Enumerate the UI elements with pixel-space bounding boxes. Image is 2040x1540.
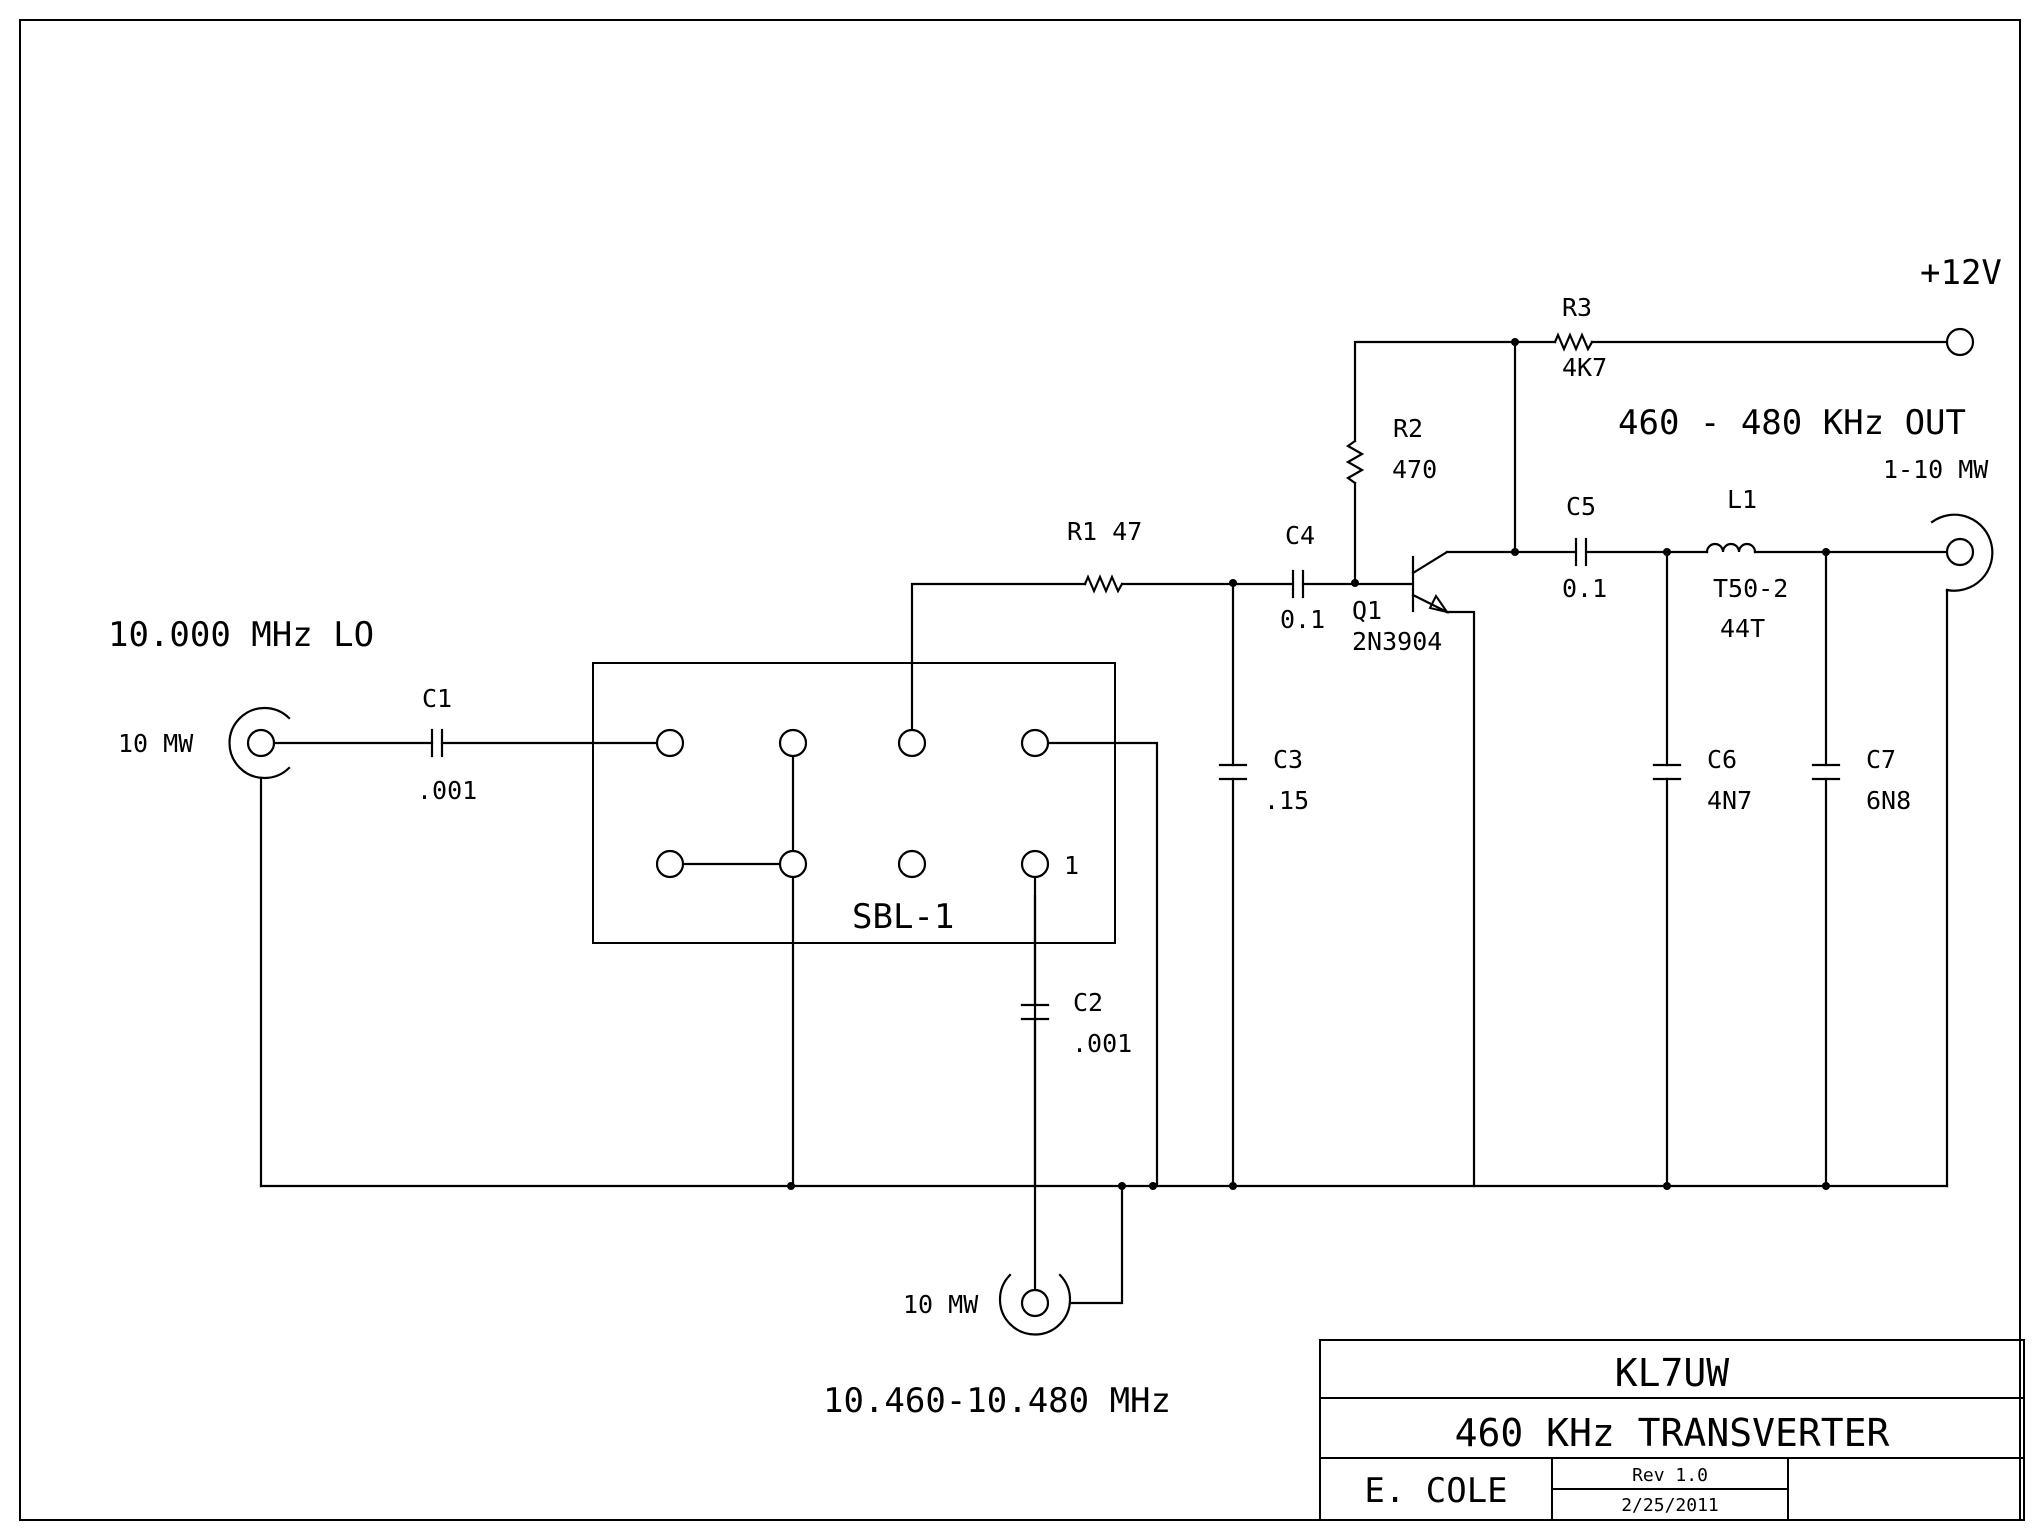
c6-value: 4N7	[1707, 786, 1752, 815]
l1-core: T50-2	[1713, 574, 1788, 603]
lo-power-label: 10 MW	[118, 729, 194, 758]
c5-value: 0.1	[1562, 574, 1607, 603]
title-block	[1319, 1339, 2025, 1521]
c4-ref: C4	[1285, 521, 1315, 550]
title-text: 460 KHz TRANSVERTER	[1455, 1411, 1890, 1455]
r3-ref: R3	[1562, 293, 1592, 322]
q1-ref: Q1	[1352, 596, 1382, 625]
title-revision: Rev 1.0	[1632, 1465, 1708, 1486]
mixer-name: SBL-1	[852, 897, 954, 937]
rf-input-connector[interactable]	[998, 1273, 1072, 1336]
q1-part: 2N3904	[1352, 627, 1442, 656]
c1-value: .001	[417, 776, 477, 805]
transistor-q1	[1411, 550, 1476, 1188]
supply-terminal[interactable]	[1945, 327, 1975, 357]
capacitor-c5	[1574, 537, 1588, 567]
r1-label: R1 47	[1067, 517, 1142, 546]
c1-ref: C1	[422, 684, 452, 713]
resistor-r1	[1083, 574, 1124, 594]
output-power-label: 1-10 MW	[1883, 455, 1989, 484]
capacitor-c3	[1218, 763, 1248, 781]
c7-ref: C7	[1866, 745, 1896, 774]
capacitor-c6	[1652, 763, 1682, 781]
mixer-pins	[655, 728, 1050, 879]
capacitor-c1	[430, 728, 444, 758]
r3-value: 4K7	[1562, 353, 1607, 382]
output-label: 460 - 480 KHz OUT	[1618, 403, 1966, 443]
lo-input-connector[interactable]	[228, 706, 291, 780]
c3-ref: C3	[1273, 745, 1303, 774]
resistor-r3	[1553, 332, 1594, 352]
l1-ref: L1	[1727, 485, 1757, 514]
rf-ground-wire	[1068, 1184, 1124, 1305]
title-date: 2/25/2011	[1621, 1495, 1719, 1516]
output-connector[interactable]	[1930, 513, 1994, 592]
rf-power-label: 10 MW	[903, 1290, 979, 1319]
r2-wire-top	[1353, 340, 1517, 443]
c6-ref: C6	[1707, 745, 1737, 774]
c4-value: 0.1	[1280, 605, 1325, 634]
l1-turns: 44T	[1720, 614, 1765, 643]
lo-input-label: 10.000 MHz LO	[108, 615, 374, 655]
capacitor-c2	[1020, 894, 1050, 1292]
r2-value: 470	[1392, 455, 1437, 484]
r2-ref: R2	[1393, 414, 1423, 443]
title-designator: KL7UW	[1615, 1351, 1730, 1395]
c2-value: .001	[1072, 1029, 1132, 1058]
capacitor-c7	[1811, 763, 1841, 781]
c7-value: 6N8	[1866, 786, 1911, 815]
supply-label: +12V	[1920, 253, 2002, 293]
capacitor-c4	[1291, 569, 1305, 599]
resistor-r2	[1345, 439, 1365, 485]
sheet-border	[19, 19, 2021, 1521]
inductor-l1	[1705, 542, 1757, 554]
c5-ref: C5	[1566, 492, 1596, 521]
sbl1-mixer-box	[592, 662, 1116, 944]
c2-ref: C2	[1073, 988, 1103, 1017]
title-author: E. COLE	[1364, 1471, 1507, 1511]
mixer-internal-wires	[680, 582, 1159, 1188]
c3-value: .15	[1264, 786, 1309, 815]
rf-input-label: 10.460-10.480 MHz	[823, 1381, 1171, 1421]
mixer-pin1-label: 1	[1064, 851, 1079, 880]
